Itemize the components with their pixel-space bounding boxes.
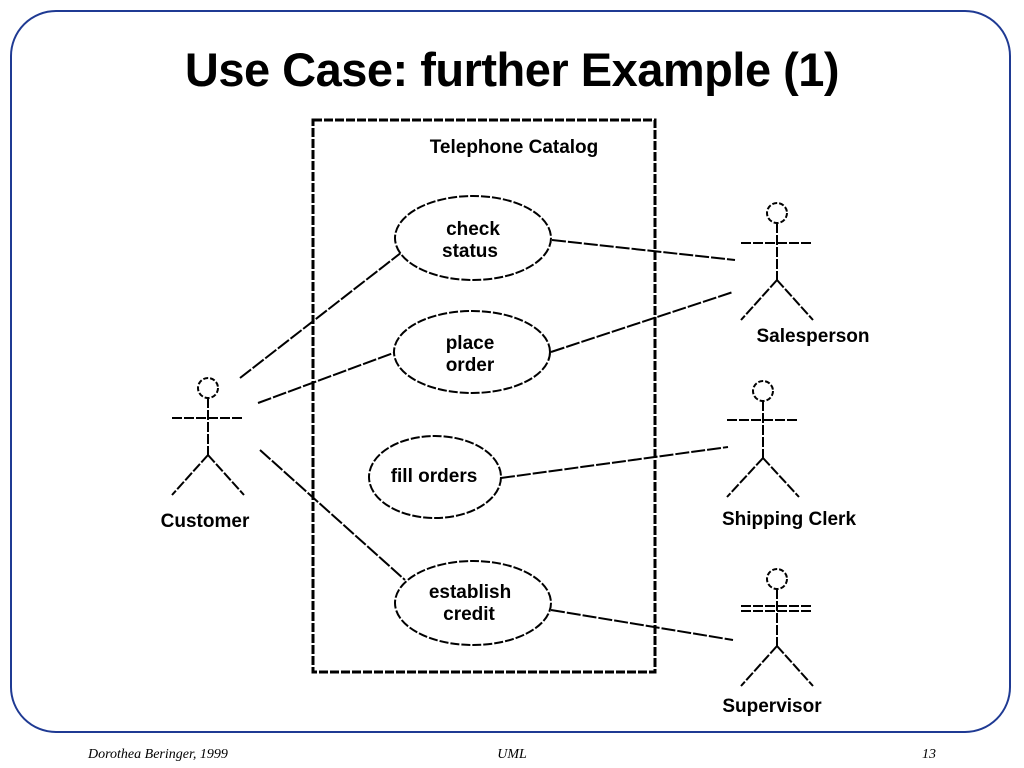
association-customer-check-status — [239, 251, 403, 379]
stick-figure-icon — [171, 377, 245, 496]
actor-supervisor[interactable]: Supervisor — [722, 568, 822, 717]
association-establish-credit-supervisor — [550, 609, 734, 641]
stick-figure-icon — [740, 568, 814, 687]
actor-label: Customer — [161, 511, 250, 532]
actor-customer[interactable]: Customer — [161, 377, 250, 532]
footer-author: Dorothea Beringer, 1999 — [88, 747, 228, 762]
use-case-fill-orders[interactable]: fill orders — [368, 435, 502, 519]
system-boundary-label: Telephone Catalog — [430, 137, 599, 158]
system-boundary: Telephone Catalog — [311, 118, 657, 674]
association-customer-establish-credit — [259, 449, 406, 581]
association-check-status-salesperson — [551, 239, 736, 261]
association-place-order-salesperson — [550, 291, 734, 353]
use-case-label-line: check — [446, 219, 500, 240]
actor-label: Supervisor — [722, 696, 822, 717]
use-case-place-order[interactable]: place order — [393, 310, 551, 394]
use-case-check-status[interactable]: check status — [394, 195, 552, 281]
slide-frame — [10, 10, 1011, 733]
use-case-label-line: credit — [443, 604, 495, 625]
use-case-label-line: fill orders — [391, 466, 478, 487]
actor-shipping-clerk[interactable]: Shipping Clerk — [722, 380, 857, 530]
stick-figure-icon — [726, 380, 800, 498]
footer-page-number: 13 — [922, 747, 936, 762]
stick-figure-icon — [740, 202, 814, 321]
use-case-label-line: order — [446, 355, 495, 376]
use-case-label-line: place — [446, 333, 495, 354]
use-case-label-line: establish — [429, 582, 511, 603]
association-customer-place-order — [257, 351, 397, 404]
slide-title: Use Case: further Example (1) — [184, 43, 840, 96]
actor-label: Shipping Clerk — [722, 509, 857, 530]
use-case-label-line: status — [442, 241, 498, 262]
association-fill-orders-shipping-clerk — [500, 446, 729, 479]
actor-salesperson[interactable]: Salesperson — [740, 202, 870, 347]
actor-label: Salesperson — [757, 326, 870, 347]
use-case-establish-credit[interactable]: establish credit — [394, 560, 552, 646]
associations — [239, 239, 736, 641]
footer-topic: UML — [497, 747, 527, 762]
